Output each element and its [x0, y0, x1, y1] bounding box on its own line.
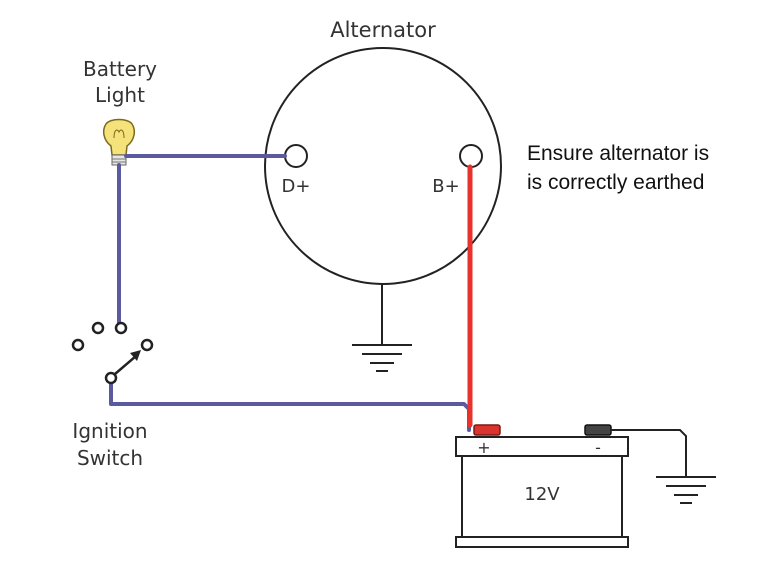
- note-line-2: is correctly earthed: [527, 171, 704, 194]
- b-plus-terminal: [459, 144, 483, 168]
- d-plus-terminal: [284, 144, 308, 168]
- battery-positive-label: +: [477, 438, 490, 457]
- alternator-title: Alternator: [330, 18, 436, 42]
- note-line-1: Ensure alternator is: [527, 142, 709, 165]
- ignition-switch-icon: [71, 321, 154, 385]
- alternator-ground-icon: [352, 284, 412, 372]
- ignition-switch-label-2: Switch: [77, 446, 143, 470]
- battery-icon: [455, 424, 629, 548]
- battery-light-label-1: Battery: [83, 57, 157, 81]
- bulb-icon: [102, 118, 136, 166]
- negative-post: [584, 424, 612, 436]
- b-plus-label: B+: [432, 176, 459, 197]
- battery-light-label-2: Light: [95, 83, 145, 107]
- ignition-switch-label-1: Ignition: [72, 419, 147, 443]
- battery-voltage-label: 12V: [524, 484, 560, 505]
- blue-wire: [109, 154, 471, 432]
- d-plus-label: D+: [282, 176, 311, 197]
- battery-ground-icon: [611, 429, 716, 504]
- positive-post: [473, 424, 501, 436]
- battery-negative-label: -: [595, 438, 601, 457]
